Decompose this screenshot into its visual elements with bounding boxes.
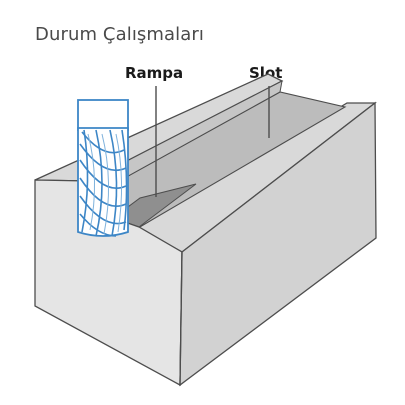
cutter-shank [77,99,129,131]
block-front-edge [179,251,183,386]
end-mill-cutter [77,99,129,237]
cutter-helix-shading [87,133,123,235]
cutter-helix-lines [79,129,128,237]
ramp-label: Rampa [125,64,184,82]
page-title: Durum Çalışmaları [35,24,205,45]
